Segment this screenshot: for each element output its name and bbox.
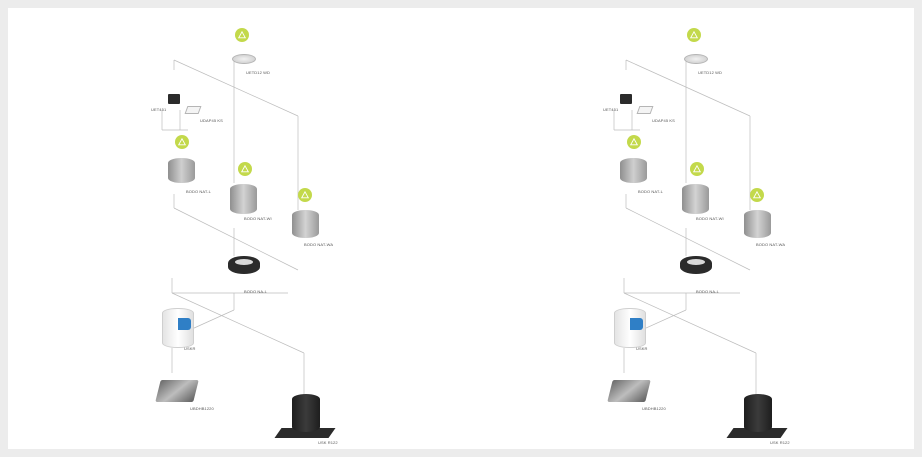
part-label-udap: UDAP45 KS (652, 118, 675, 123)
part-label-udap: UDAP45 KS (200, 118, 223, 123)
part-label-usk: USKR (184, 346, 196, 351)
ubdh-base (607, 380, 651, 402)
part-label-uet: UET451 (151, 107, 167, 112)
recycle-triangle-icon (753, 191, 761, 199)
uetd-cover-plate (684, 54, 708, 64)
part-label-nat-l: BODO NAT-L (638, 189, 663, 194)
recycle-badge (238, 162, 252, 176)
recycle-badge (627, 135, 641, 149)
udap-clips (636, 106, 654, 114)
diagram-canvas: UETD12 WD UET451 UDAP45 KS BODO NAT-L BO… (8, 8, 914, 449)
uskr-blue-band (630, 318, 643, 330)
uet-dark-block (620, 94, 632, 104)
recycle-triangle-icon (238, 31, 246, 39)
part-label-nat-wi: BODO NAT-WI (244, 216, 272, 221)
nat-wa-housing (292, 210, 319, 238)
usk-r-body (744, 394, 772, 432)
part-label-na-l: BODO NA-L (696, 289, 719, 294)
assembly-diagram-left: UETD12 WD UET451 UDAP45 KS BODO NAT-L BO… (148, 8, 568, 449)
connector-lines (161, 59, 305, 403)
part-label-nat-wi: BODO NAT-WI (696, 216, 724, 221)
part-label-usk-r: USK R122 (770, 440, 790, 445)
part-label-uetd: UETD12 WD (246, 70, 271, 75)
recycle-badge (690, 162, 704, 176)
udap-clips (184, 106, 202, 114)
assembly-diagram-right: UETD12 WD UET451 UDAP45 KS BODO NAT-L BO… (600, 8, 922, 449)
part-label-ubdh: UBDHB1220 (190, 406, 214, 411)
part-label-ubdh: UBDHB1220 (642, 406, 666, 411)
part-label-na-l: BODO NA-L (244, 289, 267, 294)
recycle-badge (235, 28, 249, 42)
nat-wi-housing (682, 184, 709, 214)
na-l-ring-inner (235, 259, 253, 265)
recycle-badge (298, 188, 312, 202)
part-label-uet: UET451 (603, 107, 619, 112)
nat-l-housing (620, 158, 647, 183)
recycle-triangle-icon (178, 138, 186, 146)
nat-wi-housing (230, 184, 257, 214)
part-label-nat-l: BODO NAT-L (186, 189, 211, 194)
part-label-uetd: UETD12 WD (698, 70, 723, 75)
recycle-badge (175, 135, 189, 149)
recycle-triangle-icon (630, 138, 638, 146)
part-label-nat-wa: BODO NAT-WA (304, 242, 334, 247)
recycle-badge (687, 28, 701, 42)
uskr-blue-band (178, 318, 191, 330)
nat-wa-housing (744, 210, 771, 238)
uetd-cover-plate (232, 54, 256, 64)
part-label-usk-r: USK R122 (318, 440, 338, 445)
recycle-badge (750, 188, 764, 202)
usk-r-body (292, 394, 320, 432)
ubdh-base (155, 380, 199, 402)
recycle-triangle-icon (241, 165, 249, 173)
part-label-nat-wa: BODO NAT-WA (756, 242, 786, 247)
uet-dark-block (168, 94, 180, 104)
recycle-triangle-icon (301, 191, 309, 199)
nat-l-housing (168, 158, 195, 183)
recycle-triangle-icon (693, 165, 701, 173)
recycle-triangle-icon (690, 31, 698, 39)
na-l-ring-inner (687, 259, 705, 265)
part-label-usk: USKR (636, 346, 648, 351)
